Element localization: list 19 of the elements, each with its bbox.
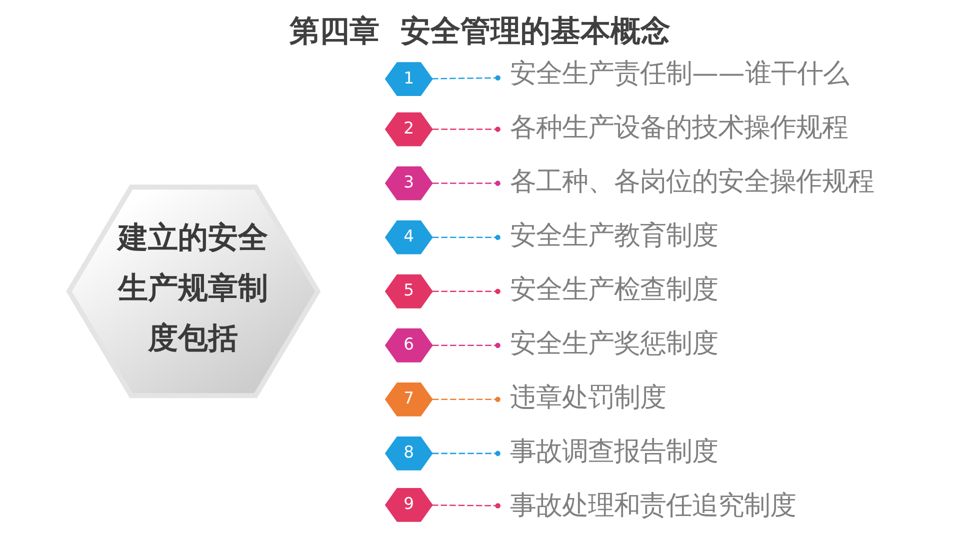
- connector: [432, 288, 500, 294]
- node-text: 安全生产教育制度: [510, 220, 718, 251]
- connector: [432, 180, 500, 186]
- node-text: 事故调查报告制度: [510, 437, 718, 468]
- connector: [432, 75, 500, 80]
- connector: [432, 503, 500, 508]
- node-text: 各工种、各岗位的安全操作规程: [510, 166, 874, 197]
- connector: [432, 342, 500, 348]
- node-text: 安全生产责任制——谁干什么: [510, 58, 848, 89]
- node-text: 事故处理和责任追究制度: [510, 491, 796, 522]
- node-text: 安全生产奖惩制度: [510, 329, 718, 360]
- diagram-title: 第四章 安全管理的基本概念: [289, 14, 670, 49]
- connector: [432, 450, 500, 456]
- connector: [432, 396, 500, 402]
- node-text: 各种生产设备的技术操作规程: [510, 112, 848, 143]
- node-text: 安全生产检查制度: [510, 275, 718, 306]
- connector: [432, 234, 500, 240]
- node-text: 违章处罚制度: [510, 383, 666, 414]
- connector: [432, 126, 500, 132]
